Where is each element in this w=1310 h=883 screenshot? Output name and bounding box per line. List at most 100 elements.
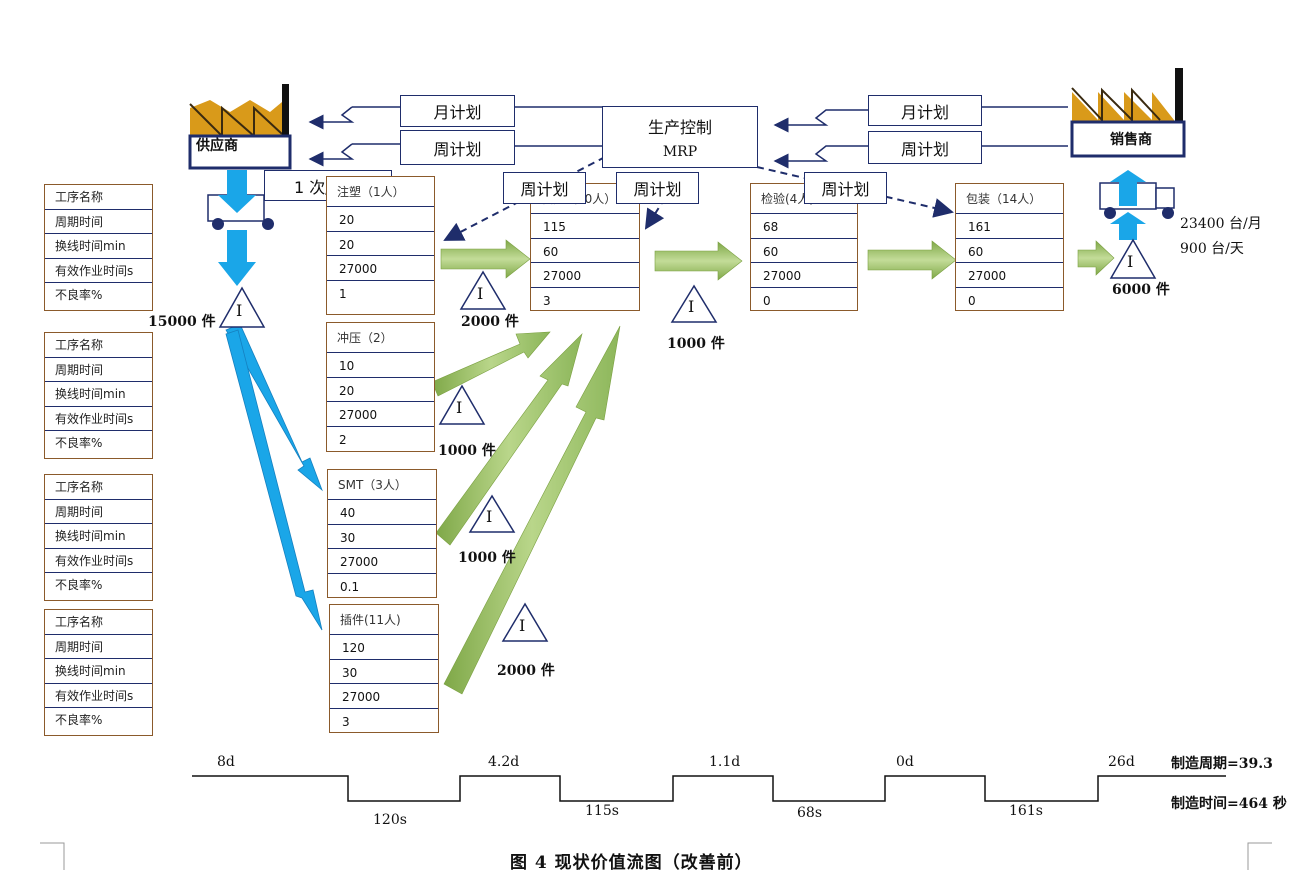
legend-row: 不良率% [55,713,103,727]
inventory-symbol: I [1127,252,1134,271]
legend-row: 有效作业时间s [45,549,152,573]
changeover-time: 60 [531,239,639,263]
push-arrows [440,239,1115,281]
defect-rate: 0 [968,293,976,308]
legend-row: 换线时间min [45,659,152,684]
process-smt: SMT（3人） 40 30 27000 0.1 [327,469,437,598]
right-monthly-plan: 月计划 [868,95,982,126]
inj-asm-stock-qty: 2000 件 [461,314,519,330]
available-time: 27000 [327,256,434,281]
finished-stock-qty: 6000 件 [1112,282,1170,298]
wait-time: 1.1d [709,754,741,770]
daily-demand: 900 台/天 [1180,241,1244,257]
legend-block-2: 工序名称 周期时间 换线时间min 有效作业时间s 不良率% [44,332,153,459]
figure-caption: 图 4 现状价值流图（改善前） [510,853,753,873]
process-name: 包装（14人） [956,184,1063,214]
info-flow-left [308,106,602,167]
wait-time: 8d [217,754,235,770]
legend-row: 有效作业时间s [45,259,152,283]
changeover-time: 20 [327,378,434,402]
defect-rate: 2 [339,432,347,447]
available-time: 27000 [751,263,857,288]
legend-block-4: 工序名称 周期时间 换线时间min 有效作业时间s 不良率% [44,609,153,736]
legend-row: 有效作业时间s [45,684,152,708]
production-control-title: 生产控制 [647,118,712,137]
weekly-plan-assembly: 周计划 [616,172,699,204]
process-name: SMT（3人） [328,470,436,500]
cycle-time: 68 [751,214,857,239]
legend-row: 有效作业时间s [45,407,152,431]
push-arrows-diagonal [431,325,621,695]
wait-time: 4.2d [488,754,520,770]
cycle-time: 10 [327,353,434,378]
legend-block-3: 工序名称 周期时间 换线时间min 有效作业时间s 不良率% [44,474,153,601]
monthly-demand: 23400 台/月 [1180,216,1262,232]
process-time: 120s [373,812,407,828]
wait-time: 0d [896,754,914,770]
dealer-factory-icon [1070,68,1186,158]
supplier-shipment-arrows [218,170,256,286]
process-time-total: 制造时间=464 秒 [1171,796,1287,812]
legend-row: 工序名称 [45,475,152,500]
left-weekly-plan: 周计划 [400,130,515,165]
cycle-time: 20 [327,207,434,232]
defect-rate: 1 [339,286,347,301]
weekly-plan-packing: 周计划 [804,172,887,204]
process-insert: 插件(11人) 120 30 27000 3 [329,604,439,733]
info-flow-right [773,106,1068,169]
available-time: 27000 [956,263,1063,288]
process-stamping: 冲压（2） 10 20 27000 2 [326,322,435,452]
legend-block-1: 工序名称 周期时间 换线时间min 有效作业时间s 不良率% [44,184,153,311]
process-inspection: 检验(4人) 68 60 27000 0 [750,183,858,311]
legend-row: 不良率% [55,436,103,450]
dealer-shipment-arrows [1110,170,1146,240]
process-time: 161s [1009,803,1043,819]
supplier-label: 供应商 [196,138,238,154]
inventory-symbol: I [456,398,463,417]
available-time: 27000 [531,263,639,288]
process-name: 冲压（2） [327,323,434,353]
defect-rate: 3 [543,293,551,308]
changeover-time: 60 [751,239,857,263]
timeline-line [192,775,1226,802]
inventory-symbol: I [236,301,243,320]
legend-row: 换线时间min [45,524,152,549]
right-weekly-plan: 周计划 [868,131,982,164]
lead-time-total: 制造周期=39.3 [1171,756,1273,772]
changeover-time: 30 [328,525,436,549]
available-time: 27000 [328,549,436,574]
legend-row: 周期时间 [45,635,152,659]
legend-row: 周期时间 [45,210,152,234]
cycle-time: 40 [328,500,436,525]
legend-row: 周期时间 [45,358,152,382]
inventory-symbol: I [688,297,695,316]
cycle-time: 161 [956,214,1063,239]
legend-row: 工序名称 [45,333,152,358]
available-time: 27000 [330,684,438,709]
changeover-time: 30 [330,660,438,684]
process-name: 插件(11人) [330,605,438,635]
smt-stock-qty: 1000 件 [458,550,516,566]
weekly-plan-injection: 周计划 [503,172,586,204]
supplier-stock-qty: 15000 件 [148,314,216,330]
page-crop-marks [40,842,1272,870]
defect-rate: 3 [342,714,350,729]
legend-row: 换线时间min [45,234,152,259]
legend-row: 不良率% [55,578,103,592]
dealer-label: 销售商 [1110,132,1152,148]
mrp-label: MRP [662,144,698,160]
legend-row: 工序名称 [45,185,152,210]
process-injection: 注塑（1人） 20 20 27000 1 [326,176,435,315]
changeover-time: 60 [956,239,1063,263]
cycle-time: 115 [531,214,639,239]
stamping-stock-qty: 1000 件 [438,443,496,459]
asm-insp-stock-qty: 1000 件 [667,336,725,352]
process-time: 68s [797,805,822,821]
process-time: 115s [585,803,619,819]
process-name: 检验(4人) [751,184,857,214]
available-time: 27000 [327,402,434,427]
inventory-symbol: I [486,507,493,526]
insert-stock-qty: 2000 件 [497,663,555,679]
process-name: 注塑（1人） [327,177,434,207]
